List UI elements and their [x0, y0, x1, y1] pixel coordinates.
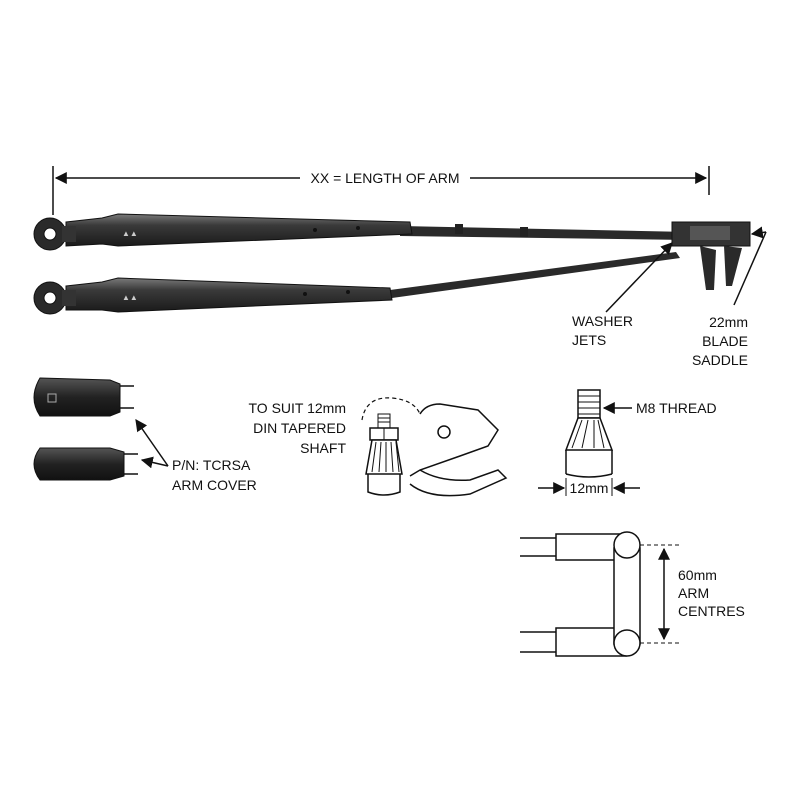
arm-centres-detail: 60mm ARM CENTRES [520, 531, 745, 657]
arm-cover-callout: P/N: TCRSA ARM COVER [135, 419, 257, 493]
svg-text:▲▲: ▲▲ [122, 229, 138, 238]
taper-shaft-label-line3: SHAFT [300, 440, 346, 456]
arm-centres-label-line3: CENTRES [678, 603, 745, 619]
arm-cover-label-line2: ARM COVER [172, 477, 257, 493]
arm-centres-label-line2: ARM [678, 585, 709, 601]
m8-thread-detail: M8 THREAD 12mm [538, 389, 717, 496]
washer-jets-callout: WASHER JETS [572, 242, 673, 348]
arm-length-label: XX = LENGTH OF ARM [311, 170, 460, 186]
blade-saddle-label-line2: BLADE [702, 333, 748, 349]
washer-jets-label-line2: JETS [572, 332, 606, 348]
washer-jets-label-line1: WASHER [572, 313, 633, 329]
taper-shaft-label-line2: DIN TAPERED [253, 420, 346, 436]
svg-text:▲▲: ▲▲ [122, 293, 138, 302]
blade-saddle-label-line1: 22mm [709, 314, 748, 330]
upper-wiper-arm: ▲▲ [33, 213, 751, 290]
arm-length-dimension: XX = LENGTH OF ARM [52, 166, 710, 215]
blade-saddle-callout: 22mm BLADE SADDLE [692, 226, 767, 368]
m8-thread-label: M8 THREAD [636, 400, 717, 416]
taper-shaft-label-line1: TO SUIT 12mm [248, 400, 346, 416]
thread-width-label: 12mm [570, 480, 609, 496]
arm-cover-label-line1: P/N: TCRSA [172, 457, 251, 473]
blade-saddle-label-line3: SADDLE [692, 352, 748, 368]
arm-cover-top [33, 377, 134, 417]
arm-cover-bottom [33, 447, 138, 481]
tapered-shaft-detail: TO SUIT 12mm DIN TAPERED SHAFT [248, 397, 508, 497]
arm-centres-label-line1: 60mm [678, 567, 717, 583]
lower-wiper-arm: ▲▲ [33, 252, 680, 315]
